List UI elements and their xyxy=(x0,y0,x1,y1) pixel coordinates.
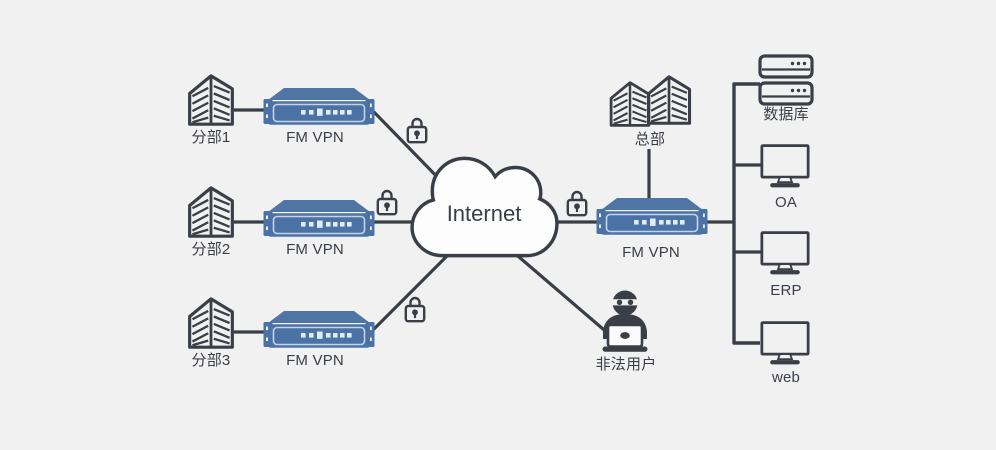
lock-icon xyxy=(404,296,426,323)
hq-label: 总部 xyxy=(634,131,666,148)
wire-server-trunk xyxy=(732,82,760,345)
web-label: web xyxy=(771,369,801,386)
branch1-label: 分部1 xyxy=(191,129,231,146)
branch1-vpn-label: FM VPN xyxy=(286,129,344,146)
branch2-vpn-label: FM VPN xyxy=(286,241,344,258)
branch2-vpn-appliance-icon xyxy=(263,199,375,238)
branch1-vpn-appliance-icon xyxy=(263,87,375,126)
hq-vpn-label: FM VPN xyxy=(622,244,680,261)
branch1-building-icon xyxy=(188,74,234,126)
wire-internet-to-attacker xyxy=(503,243,612,337)
database-server-icon xyxy=(758,54,814,106)
lock-icon xyxy=(406,117,428,144)
branch3-vpn-label: FM VPN xyxy=(286,352,344,369)
branch3-label: 分部3 xyxy=(191,352,231,369)
oa-server-icon xyxy=(760,144,810,189)
database-label: 数据库 xyxy=(763,106,809,123)
branch3-building-icon xyxy=(188,297,234,349)
lock-icon xyxy=(566,190,588,217)
branch2-label: 分部2 xyxy=(191,241,231,258)
branch3-vpn-appliance-icon xyxy=(263,310,375,349)
wire-branch3-vpn-to-internet xyxy=(370,246,457,333)
hq-vpn-appliance-icon xyxy=(596,197,708,236)
erp-server-icon xyxy=(760,231,810,276)
hq-building-icon xyxy=(646,75,692,125)
attacker-label: 非法用户 xyxy=(595,356,657,373)
web-server-icon xyxy=(760,321,810,366)
oa-label: OA xyxy=(774,194,798,211)
internet-cloud-icon xyxy=(410,156,559,258)
hacker-icon xyxy=(601,289,649,353)
erp-label: ERP xyxy=(770,282,802,299)
branch2-building-icon xyxy=(188,186,234,238)
lock-icon xyxy=(376,189,398,216)
internet-label: Internet xyxy=(446,201,522,226)
